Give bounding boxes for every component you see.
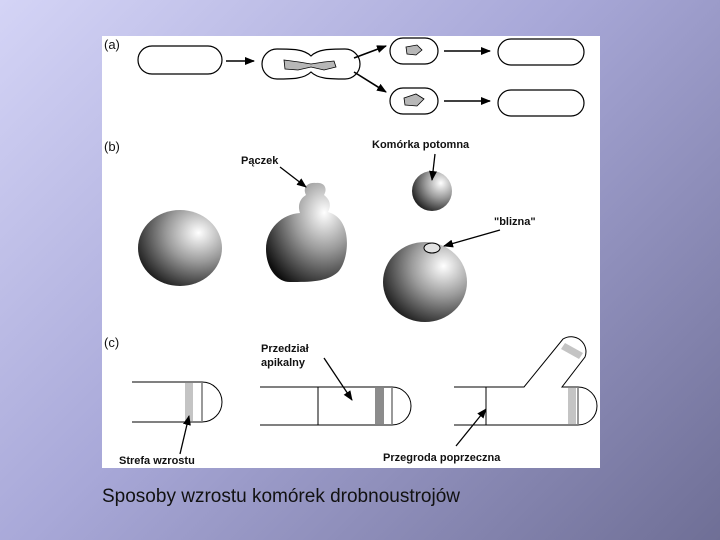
hypha-3-growth-band <box>568 388 576 424</box>
grown-cell-bottom <box>498 90 584 116</box>
arrow-to-daughter-bottom <box>354 72 386 92</box>
part-c-apical-growth: (c) Przedział apikalny Strefa wzrostu Pr… <box>104 335 597 467</box>
daughter-cell-label: Komórka potomna <box>372 139 470 151</box>
hypha-2 <box>260 387 411 425</box>
growth-zone-band <box>185 383 193 421</box>
apical-compartment-label-1: Przedział <box>261 343 309 355</box>
bud-pointer-arrow <box>280 167 306 187</box>
rod-cell <box>138 46 222 74</box>
septum-pointer-arrow <box>456 409 486 446</box>
apical-compartment-pointer-arrow <box>324 358 352 400</box>
growth-modes-figure: (a) (b) Pączek Komórka potomna "blizna" … <box>102 36 600 468</box>
mother-cell <box>138 210 222 286</box>
grown-cell-top <box>498 39 584 65</box>
bud-scar <box>424 243 440 253</box>
slide-caption: Sposoby wzrostu komórek drobnoustrojów <box>102 486 460 508</box>
budding-cell <box>266 183 347 282</box>
septum-label: Przegroda poprzeczna <box>383 452 501 464</box>
scar-label: "blizna" <box>494 216 536 228</box>
arrow-to-daughter-top <box>354 46 386 58</box>
branch-growth-band <box>561 343 583 359</box>
diagram-canvas: (a) (b) Pączek Komórka potomna "blizna" … <box>102 36 600 468</box>
scar-pointer-arrow <box>444 230 500 246</box>
part-c-label: (c) <box>104 335 119 350</box>
growth-zone-label: Strefa wzrostu <box>119 455 195 467</box>
part-a-label: (a) <box>104 37 120 52</box>
part-b-label: (b) <box>104 139 120 154</box>
apical-compartment-label-2: apikalny <box>261 357 306 369</box>
part-b-budding: (b) Pączek Komórka potomna "blizna" <box>104 139 536 322</box>
apical-growth-band <box>375 388 384 424</box>
scarred-mother-cell <box>383 242 467 322</box>
hypha-1 <box>132 382 222 422</box>
part-a-binary-fission: (a) <box>104 37 584 116</box>
bud-label: Pączek <box>241 155 279 167</box>
